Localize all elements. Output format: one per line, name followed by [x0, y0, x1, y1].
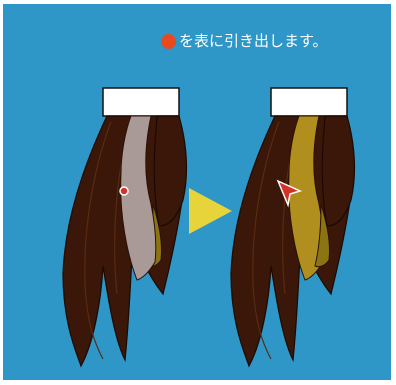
instruction-text: を表に引き出します。 [179, 32, 328, 50]
hair-base-band-before [103, 88, 179, 116]
marker-dot-icon [161, 34, 176, 49]
hair-base-band-after [271, 88, 347, 116]
instruction-caption: を表に引き出します。 [161, 32, 328, 50]
anchor-point-icon [120, 187, 128, 195]
tutorial-illustration [3, 4, 391, 380]
tutorial-panel: を表に引き出します。 [3, 4, 391, 380]
